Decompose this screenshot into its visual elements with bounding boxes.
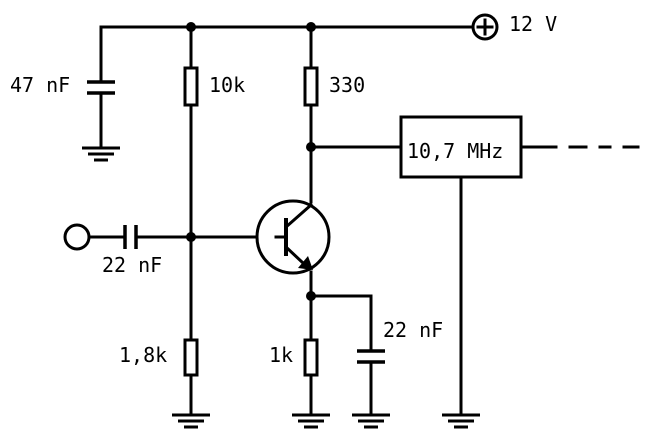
supply-capacitor-label: 47 nF: [10, 73, 70, 97]
junction-dot: [186, 232, 196, 242]
junction-dot: [306, 22, 316, 32]
junction-dot: [306, 142, 316, 152]
junction-dot: [306, 291, 316, 301]
emitter-resistor-label: 1k: [269, 343, 293, 367]
resistor-bias-top: [183, 66, 199, 107]
collector-resistor-label: 330: [329, 73, 365, 97]
capacitor-emitter: [357, 349, 385, 364]
filter-box: [399, 115, 523, 179]
junctions: [186, 22, 316, 301]
junction-dot: [186, 22, 196, 32]
capacitor-supply: [87, 80, 115, 95]
supply-voltage-label: 12 V: [509, 12, 557, 36]
resistor-bias-bottom: [183, 338, 199, 377]
ground-icon: [442, 413, 480, 429]
capacitor-input: [123, 225, 138, 249]
ground-icon: [292, 413, 330, 429]
ground-icon: [172, 413, 210, 429]
filter-label: 10,7 MHz: [407, 139, 503, 163]
ground-icon: [82, 146, 120, 162]
resistor-collector: [303, 66, 319, 107]
plus-terminal-icon: [471, 13, 499, 41]
input-capacitor-label: 22 nF: [102, 253, 162, 277]
resistor-emitter: [303, 338, 319, 377]
ground-icon: [352, 413, 390, 429]
bias-bottom-resistor-label: 1,8k: [119, 343, 167, 367]
emitter-capacitor-label: 22 nF: [383, 318, 443, 342]
npn-transistor-icon: [255, 199, 331, 275]
bias-top-resistor-label: 10k: [209, 73, 245, 97]
input-terminal-icon: [63, 223, 91, 251]
wires: [88, 25, 640, 417]
